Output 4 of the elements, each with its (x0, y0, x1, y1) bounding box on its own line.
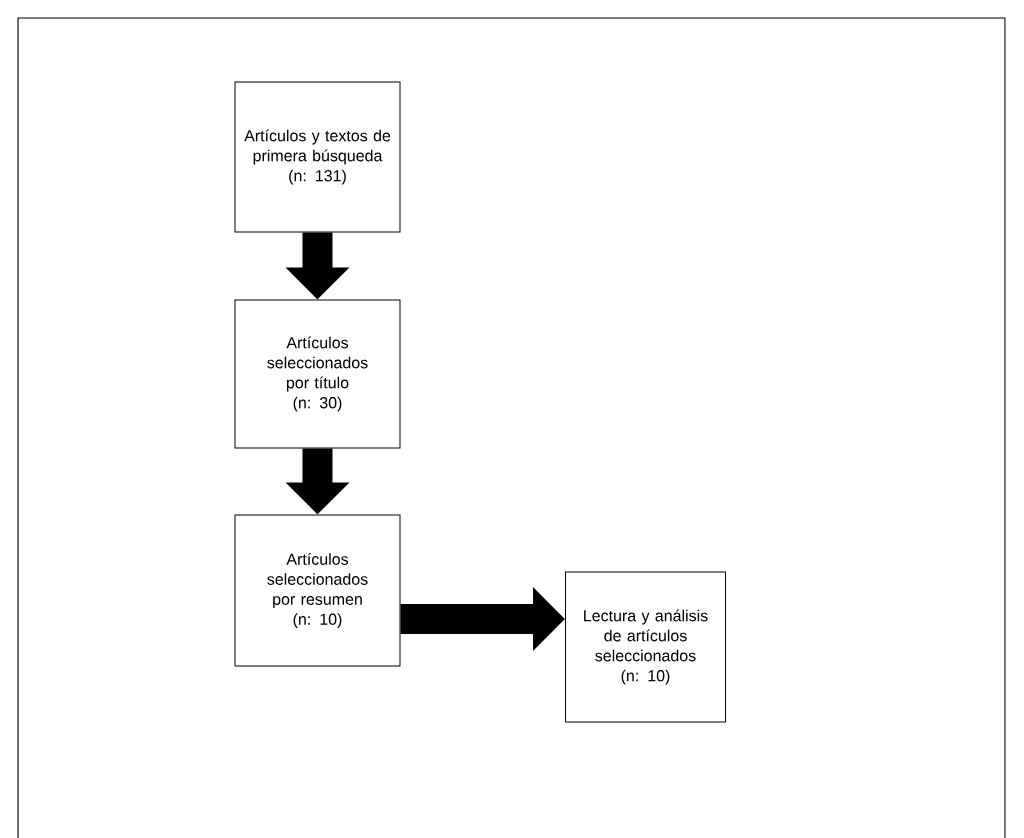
process-box: Lectura y análisis de artículos seleccionados (n: 10) (565, 571, 726, 723)
process-box: Artículos seleccionados por resumen (n: 10) (234, 514, 401, 667)
process-box: Artículos seleccionados por título (n: 30) (234, 299, 401, 449)
process-box: Artículos y textos de primera búsqueda (n: 131) (234, 81, 401, 233)
